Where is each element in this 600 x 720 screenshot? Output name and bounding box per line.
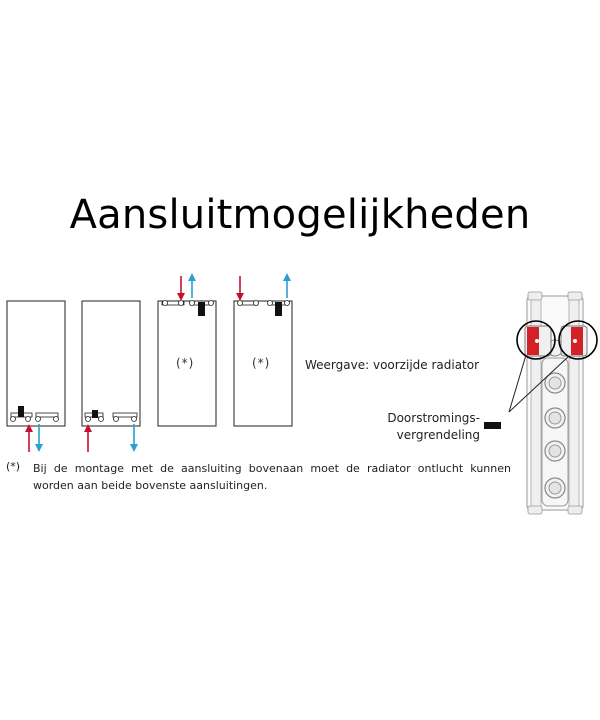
- radiator-diagram-2: [81, 300, 141, 452]
- lock-legend-swatch: [484, 422, 501, 429]
- diagram-4-note-marker: (*): [252, 356, 271, 370]
- flow-lock-label-line-1: Doorstromings-: [387, 411, 480, 425]
- radiator-diagram-3: [157, 273, 217, 427]
- radiator-diagram-1: [6, 300, 66, 452]
- flow-lock-label-line-2: vergrendeling: [396, 428, 480, 442]
- flow-lock-label: Doorstromings- vergrendeling: [370, 410, 480, 444]
- page-title: Aansluitmogelijkheden: [69, 192, 531, 238]
- radiator-side-view: [508, 291, 598, 515]
- view-caption: Weergave: voorzijde radiator: [305, 358, 480, 372]
- footnote-text: Bij de montage met de aansluiting bovena…: [33, 462, 511, 492]
- diagram-3-note-marker: (*): [176, 356, 195, 370]
- footnote-marker: (*): [6, 460, 21, 473]
- radiator-diagram-4: [233, 273, 293, 427]
